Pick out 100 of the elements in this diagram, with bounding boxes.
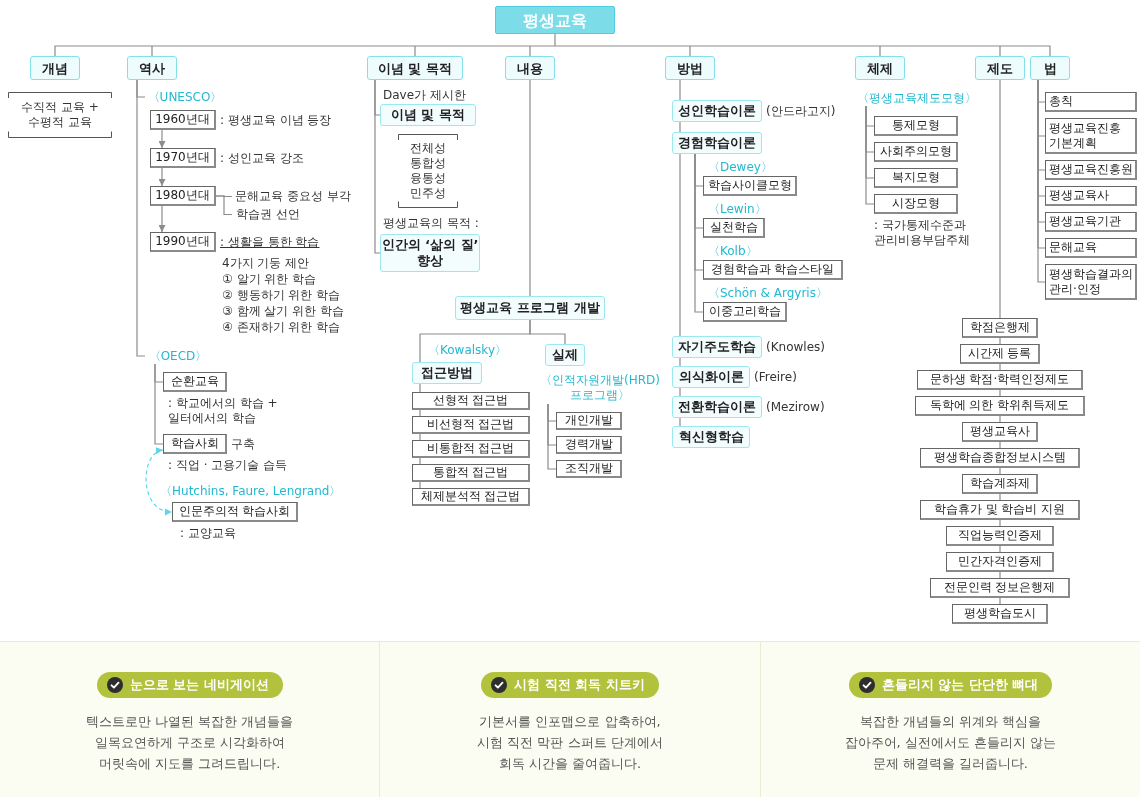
item-box: 이중고리학습 bbox=[703, 302, 787, 322]
bracket-item: 수직적 교육 + 수평적 교육 bbox=[20, 100, 100, 130]
category-box: 법 bbox=[1030, 56, 1070, 80]
description-text: (Knowles) bbox=[766, 340, 825, 355]
group-heading: 〈OECD〉 bbox=[145, 348, 211, 364]
connector-line bbox=[679, 79, 681, 101]
item-box: 시간제 등록 bbox=[960, 344, 1040, 364]
bracket-item: 민주성 bbox=[409, 186, 447, 201]
description-text: ③ 함께 살기 위한 학습 bbox=[222, 304, 344, 319]
subtopic-box: 혁신형학습 bbox=[672, 426, 750, 448]
subtopic-box: 의식화이론 bbox=[672, 366, 750, 388]
description-text: : 교양교육 bbox=[180, 526, 236, 541]
item-box: 개인개발 bbox=[556, 412, 622, 430]
feature-description: 복잡한 개념들의 위계와 핵심을 잡아주어, 실전에서도 흔들리지 않는 문제 해결력을 길러줍니다. bbox=[843, 713, 1058, 773]
connector-line bbox=[999, 389, 1001, 397]
item-box: 선형적 접근법 bbox=[412, 392, 530, 410]
item-box: 통합적 접근법 bbox=[412, 464, 530, 482]
description-text: : 학교에서의 학습 + 일터에서의 학습 bbox=[168, 396, 279, 426]
arrow bbox=[158, 167, 166, 187]
subtopic-box: 실제 bbox=[545, 344, 585, 366]
dashed-double-arrow bbox=[145, 448, 173, 515]
subtopic-box: 경험학습이론 bbox=[672, 132, 762, 154]
subtopic-box: 성인학습이론 bbox=[672, 100, 762, 122]
feature-heading: 시험 직전 회독 치트키 bbox=[514, 676, 645, 694]
subtopic-box: 접근방법 bbox=[412, 362, 482, 384]
connector-line bbox=[215, 195, 233, 216]
connector-line bbox=[999, 493, 1001, 501]
item-box: 학습휴가 및 학습비 지원 bbox=[920, 500, 1080, 520]
item-box: 학습사이클모형 bbox=[703, 176, 797, 196]
connector-line bbox=[374, 79, 381, 254]
author-label: 〈Lewin〉 bbox=[708, 202, 767, 217]
connector-line bbox=[419, 383, 421, 393]
connector-line bbox=[999, 441, 1001, 449]
item-box: 독학에 의한 학위취득제도 bbox=[915, 396, 1085, 416]
subtopic-box: 평생교육 프로그램 개발 bbox=[455, 296, 605, 320]
item-box: 직업능력인증제 bbox=[946, 526, 1054, 546]
description-text: ④ 존재하기 위한 학습 bbox=[222, 320, 341, 335]
connector-line bbox=[419, 433, 421, 441]
connector-line bbox=[999, 571, 1001, 579]
author-label: 〈Hutchins, Faure, Lengrand〉 bbox=[160, 484, 342, 499]
item-box: 전문인력 정보은행제 bbox=[930, 578, 1070, 598]
item-box: 평생교육기관 bbox=[1045, 212, 1137, 232]
item-box: 학점은행제 bbox=[962, 318, 1038, 338]
category-box: 이념 및 목적 bbox=[367, 56, 463, 80]
note-text: 학습권 선언 bbox=[232, 207, 304, 222]
description-text: 평생교육의 목적 : bbox=[383, 216, 479, 231]
item-box: 비통합적 접근법 bbox=[412, 440, 530, 458]
author-label: 〈Schön & Argyris〉 bbox=[708, 286, 828, 301]
connector-line bbox=[679, 357, 681, 367]
group-heading: 〈UNESCO〉 bbox=[145, 89, 225, 105]
connector-line bbox=[999, 79, 1001, 319]
description-text: : 직업 · 고용기술 습득 bbox=[168, 458, 288, 473]
subtopic-box: 전환학습이론 bbox=[672, 396, 762, 418]
item-box: 학습사회 bbox=[163, 434, 227, 454]
description-text: (Mezirow) bbox=[766, 400, 825, 415]
description-text: : 평생교육 이념 등장 bbox=[220, 113, 332, 128]
connector-line bbox=[419, 409, 421, 417]
bracket-note bbox=[8, 92, 112, 138]
item-box: 실천학습 bbox=[703, 218, 765, 238]
item-box: 시장모형 bbox=[874, 194, 958, 214]
item-box: 체제분석적 접근법 bbox=[412, 488, 530, 506]
item-box: 평생학습도시 bbox=[952, 604, 1048, 624]
note-text: 문해교육 중요성 부각 bbox=[232, 189, 354, 204]
item-box: 총칙 bbox=[1045, 92, 1137, 112]
item-box: 통제모형 bbox=[874, 116, 958, 136]
connector-line bbox=[999, 545, 1001, 553]
item-box: 문해교육 bbox=[1045, 238, 1137, 258]
description-text: (Freire) bbox=[754, 370, 797, 385]
item-box: 1960년대 bbox=[150, 110, 216, 130]
item-box: 평생학습결과의 관리·인정 bbox=[1045, 264, 1137, 300]
feature-description: 텍스트로만 나열된 복잡한 개념들을 일목요연하게 구조로 시각화하여 머릿속에 지도를 그려드립니다. bbox=[84, 713, 295, 773]
connector-line bbox=[419, 481, 421, 489]
item-box: 사회주의모형 bbox=[874, 142, 958, 162]
description-text: : 성인교육 강조 bbox=[220, 151, 304, 166]
item-box: 1990년대 bbox=[150, 232, 216, 252]
subtopic-box: 이념 및 목적 bbox=[380, 104, 476, 126]
connector-line bbox=[136, 79, 146, 357]
category-box: 방법 bbox=[665, 56, 715, 80]
author-label: 〈Dewey〉 bbox=[708, 160, 773, 175]
item-box: 평생교육진흥원 bbox=[1045, 160, 1137, 180]
connector-line bbox=[999, 415, 1001, 423]
item-box: 조직개발 bbox=[556, 460, 622, 478]
connector-line bbox=[679, 387, 681, 397]
category-box: 제도 bbox=[975, 56, 1025, 80]
bracket-item: 통합성 bbox=[409, 156, 447, 171]
author-label: 〈Kowalsky〉 bbox=[428, 343, 507, 358]
connector-line bbox=[547, 403, 557, 470]
arrow bbox=[158, 129, 166, 149]
description-text: Dave가 제시한 bbox=[383, 88, 466, 103]
category-box: 내용 bbox=[505, 56, 555, 80]
item-box: 문하생 학점·학력인정제도 bbox=[917, 370, 1083, 390]
item-box: 민간자격인증제 bbox=[946, 552, 1054, 572]
feature-description: 기본서를 인포맵으로 압축하여, 시험 직전 막판 스퍼트 단계에서 회독 시간을 줄여줍니다. bbox=[476, 713, 664, 773]
connector-line bbox=[999, 467, 1001, 475]
connector-line bbox=[865, 105, 875, 205]
item-box: 순환교육 bbox=[163, 372, 227, 392]
description-text: 구축 bbox=[231, 437, 255, 452]
connector-line bbox=[154, 363, 164, 445]
author-label: 〈Kolb〉 bbox=[708, 244, 758, 259]
description-text: ① 알기 위한 학습 bbox=[222, 272, 317, 287]
